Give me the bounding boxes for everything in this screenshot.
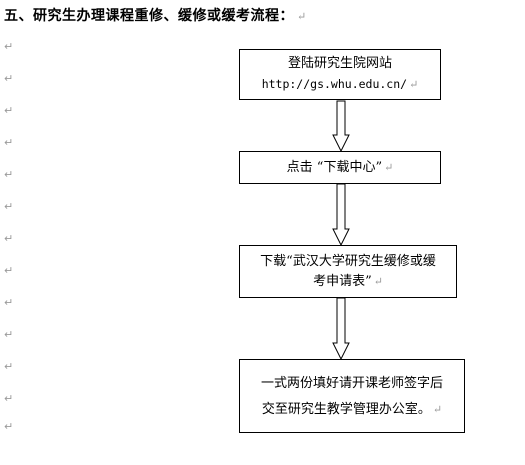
step-url: http://gs.whu.edu.cn/↵: [240, 74, 440, 95]
paragraph-mark-icon: ↵: [409, 78, 419, 91]
paragraph-mark-icon: ↵: [384, 161, 394, 174]
step-text-continued: 交至研究生教学管理办公室。↵: [261, 402, 443, 417]
paragraph-mark-icon: ↵: [4, 264, 14, 277]
paragraph-mark-icon: ↵: [4, 232, 14, 245]
paragraph-mark-icon: ↵: [4, 200, 14, 213]
step-text-continued: 考申请表”↵: [313, 274, 383, 289]
paragraph-mark-icon: ↵: [297, 10, 307, 23]
paragraph-mark-icon: ↵: [4, 168, 14, 181]
paragraph-mark-icon: ↵: [4, 360, 14, 373]
paragraph-mark-icon: ↵: [373, 275, 383, 288]
flow-step-download-form: 下载“武汉大学研究生缓修或缓 考申请表”↵: [239, 245, 457, 298]
paragraph-mark-icon: ↵: [4, 136, 14, 149]
section-heading-text: 五、研究生办理课程重修、缓修或缓考流程：: [4, 8, 294, 24]
step-text: 登陆研究生院网站: [287, 56, 392, 71]
paragraph-mark-icon: ↵: [4, 72, 14, 85]
paragraph-mark-icon: ↵: [4, 296, 14, 309]
flow-step-submit: 一式两份填好请开课老师签字后 交至研究生教学管理办公室。↵: [239, 359, 465, 433]
step-text: 下载“武汉大学研究生缓修或缓: [260, 254, 436, 269]
section-heading: 五、研究生办理课程重修、缓修或缓考流程：↵: [4, 5, 307, 25]
arrow-down-icon: [332, 100, 350, 153]
paragraph-mark-icon: ↵: [4, 104, 14, 117]
paragraph-mark-icon: ↵: [4, 40, 14, 53]
paragraph-mark-icon: ↵: [4, 392, 14, 405]
paragraph-mark-icon: ↵: [432, 403, 443, 416]
paragraph-mark-icon: ↵: [4, 420, 14, 433]
arrow-down-icon: [332, 183, 350, 247]
paragraph-mark-icon: ↵: [4, 328, 14, 341]
flow-step-download-center: 点击 “下载中心”↵: [239, 151, 441, 184]
flow-step-login: 登陆研究生院网站 http://gs.whu.edu.cn/↵: [239, 49, 441, 100]
arrow-down-icon: [332, 297, 350, 361]
step-text: 一式两份填好请开课老师签字后: [260, 376, 443, 391]
url-text: http://gs.whu.edu.cn/: [261, 77, 408, 91]
step-text: 点击 “下载中心”: [286, 160, 383, 175]
